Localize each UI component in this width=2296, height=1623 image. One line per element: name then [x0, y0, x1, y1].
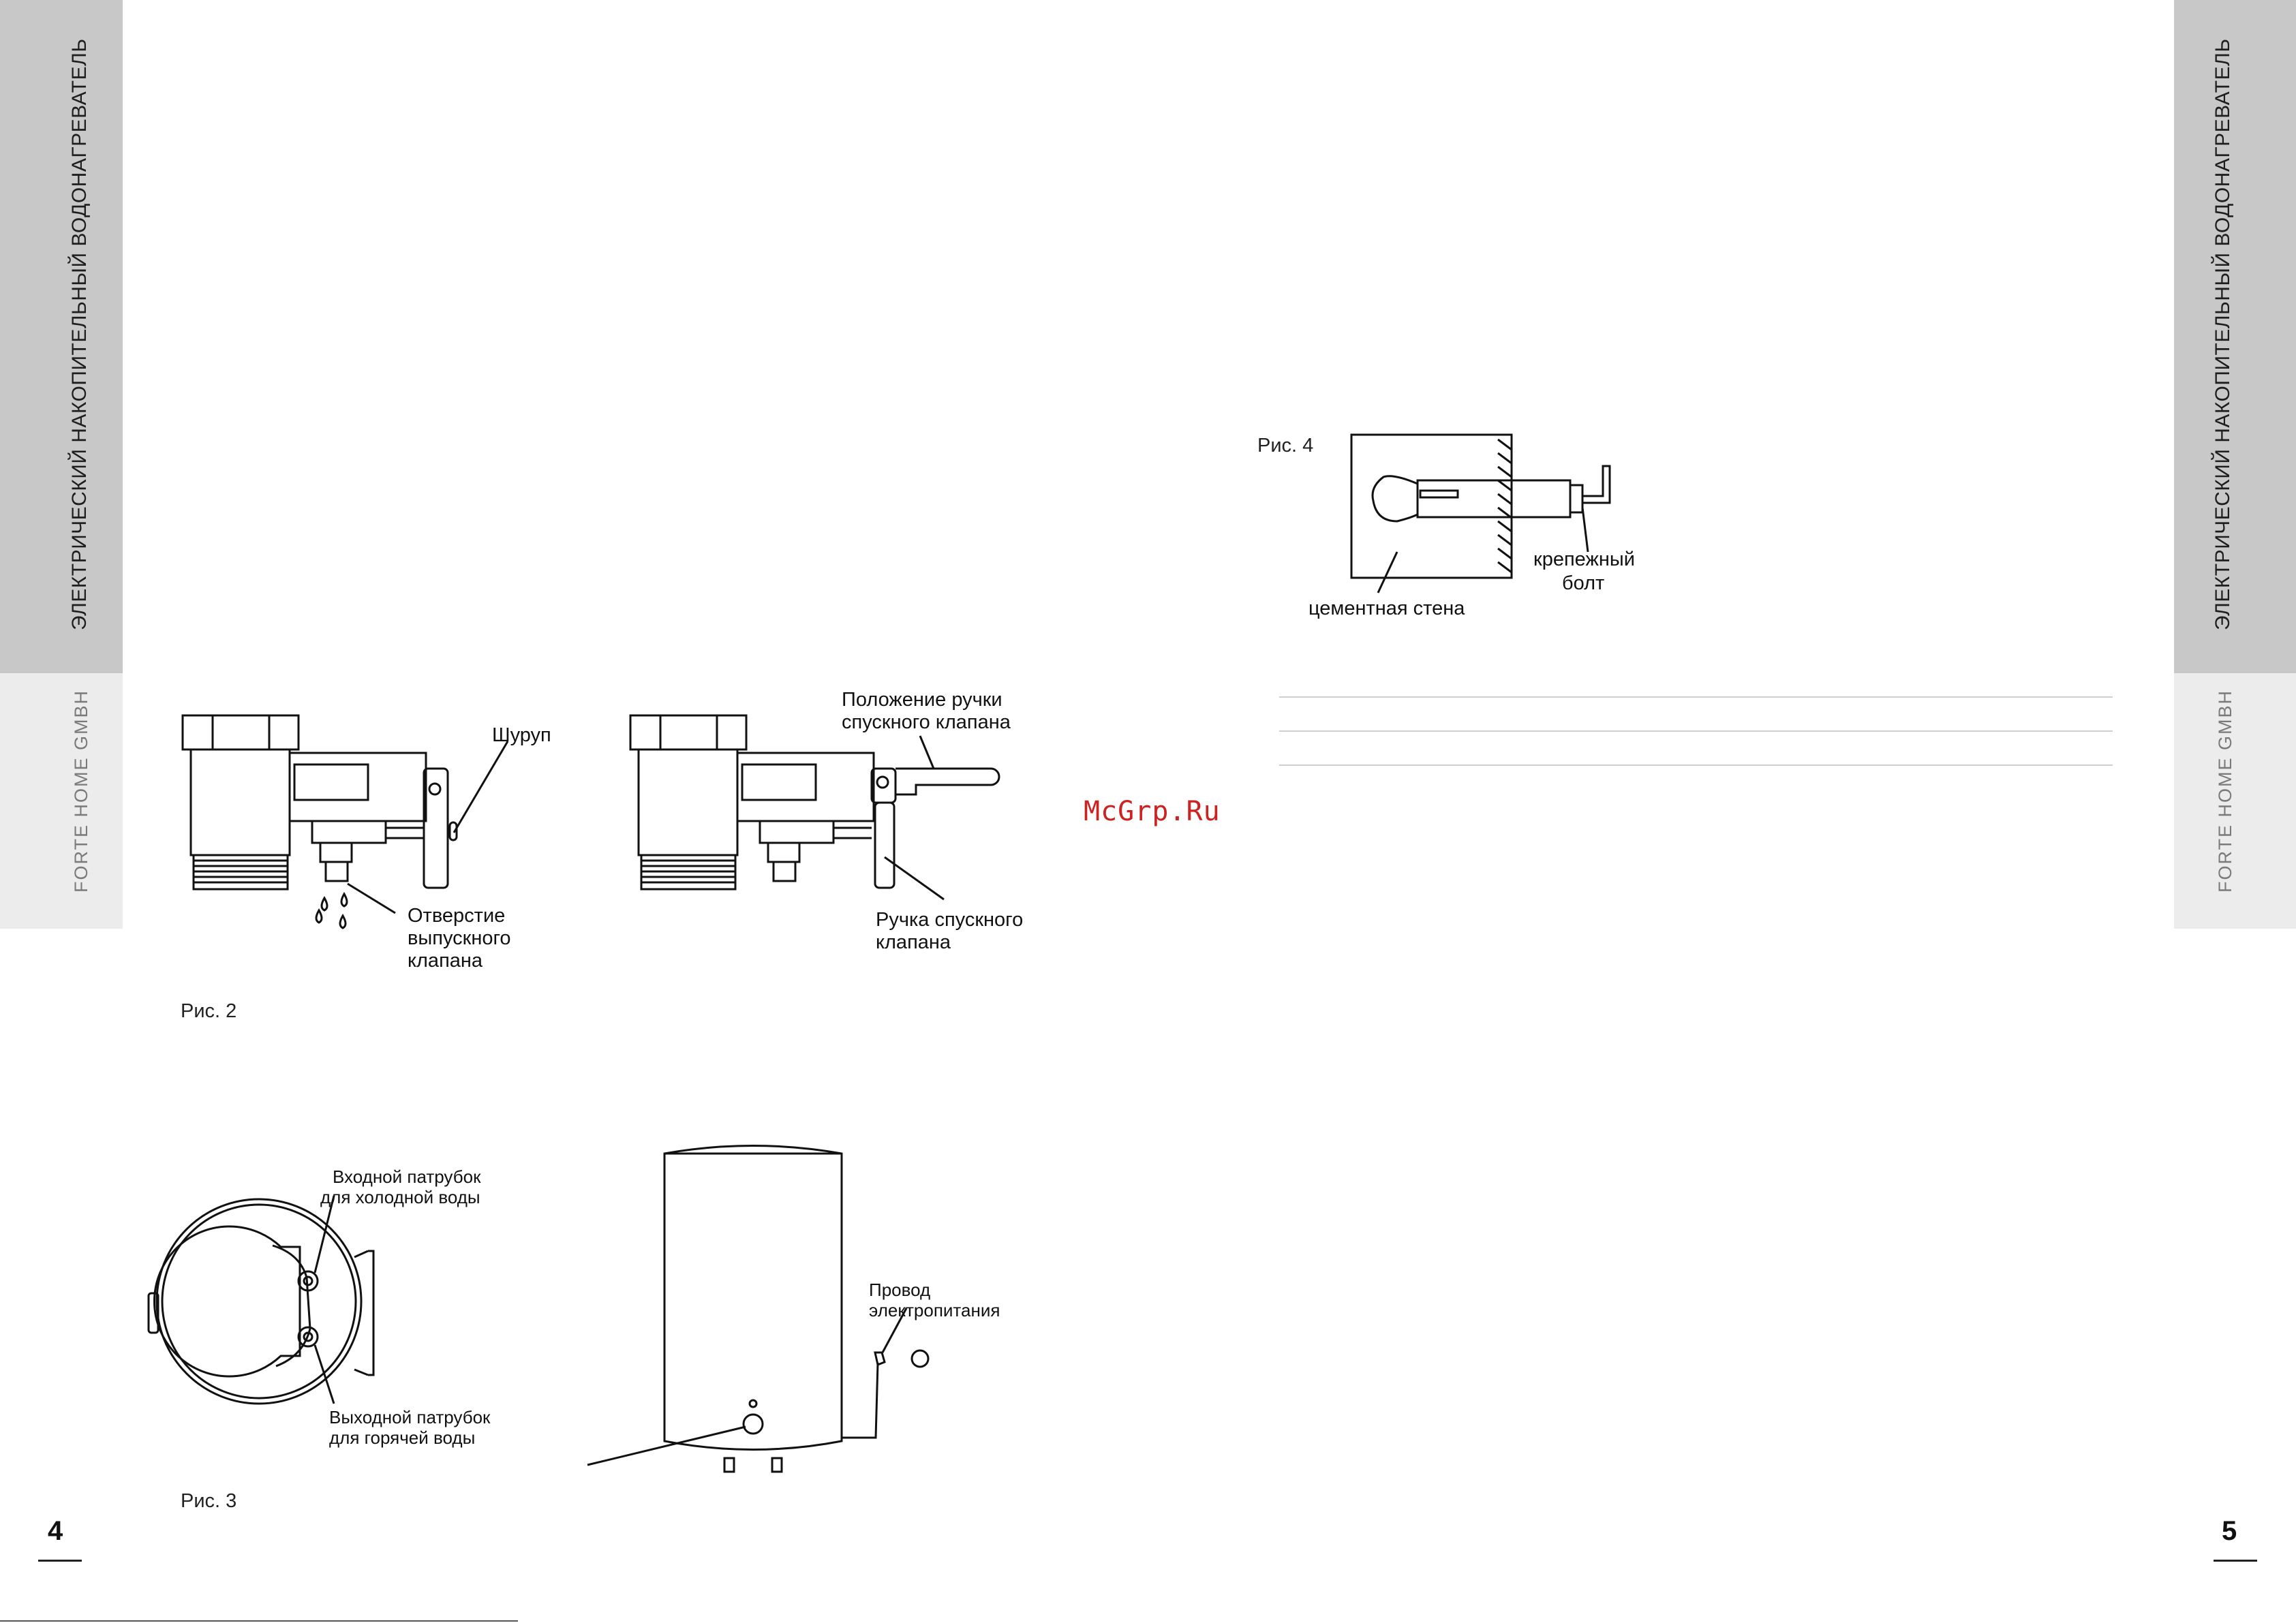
fig3-power-cord-label-1: Провод	[869, 1280, 931, 1300]
fig3-hot-outlet-label-1: Выходной патрубок	[329, 1407, 491, 1427]
fig2-handle-position-label-1: Положение ручки	[842, 689, 1002, 711]
fig4-bolt-label-1: крепежный	[1533, 548, 1635, 570]
fig2-outlet-hole-label-3: клапана	[408, 950, 483, 972]
right-rule-3	[1279, 764, 2113, 766]
left-brand-tab	[0, 673, 123, 929]
fig3-cold-inlet-label-2: для холодной воды	[320, 1187, 480, 1207]
fig2-drain-handle-label-2: клапана	[876, 931, 951, 953]
right-rule-2	[1279, 730, 2113, 732]
right-rule-1	[1279, 696, 2113, 698]
fig2-caption: Рис. 2	[181, 1000, 237, 1022]
fig2-drain-handle-label-1: Ручка спускного	[876, 909, 1024, 931]
fig3-cold-inlet-label-1: Входной патрубок	[333, 1166, 481, 1187]
fig4-caption: Рис. 4	[1257, 435, 1314, 457]
fig2-outlet-hole-label-1: Отверстие	[408, 905, 506, 927]
watermark: McGrp.Ru	[1084, 796, 1221, 827]
right-page-number: 5	[2222, 1516, 2237, 1546]
fig2-outlet-hole-label-2: выпускного	[408, 927, 511, 949]
right-page-number-underline	[2214, 1560, 2257, 1562]
left-title-tab	[0, 0, 123, 673]
left-page-number-underline	[38, 1560, 82, 1562]
fig2-screw-label: Шуруп	[492, 724, 551, 746]
fig3-hot-outlet-label-2: для горячей воды	[329, 1427, 476, 1448]
fig2-handle-position-label-2: спускного клапана	[842, 711, 1011, 733]
fig4-wall-label: цементная стена	[1308, 598, 1465, 619]
right-brand-tab	[2174, 673, 2296, 929]
fig3-caption: Рис. 3	[181, 1490, 237, 1512]
left-page-number: 4	[48, 1516, 63, 1546]
right-title-tab	[2174, 0, 2296, 673]
left-bottom-rule	[0, 1620, 518, 1622]
fig4-bolt-label-2: болт	[1562, 572, 1605, 594]
fig3-power-cord-label-2: электропитания	[869, 1300, 1000, 1320]
